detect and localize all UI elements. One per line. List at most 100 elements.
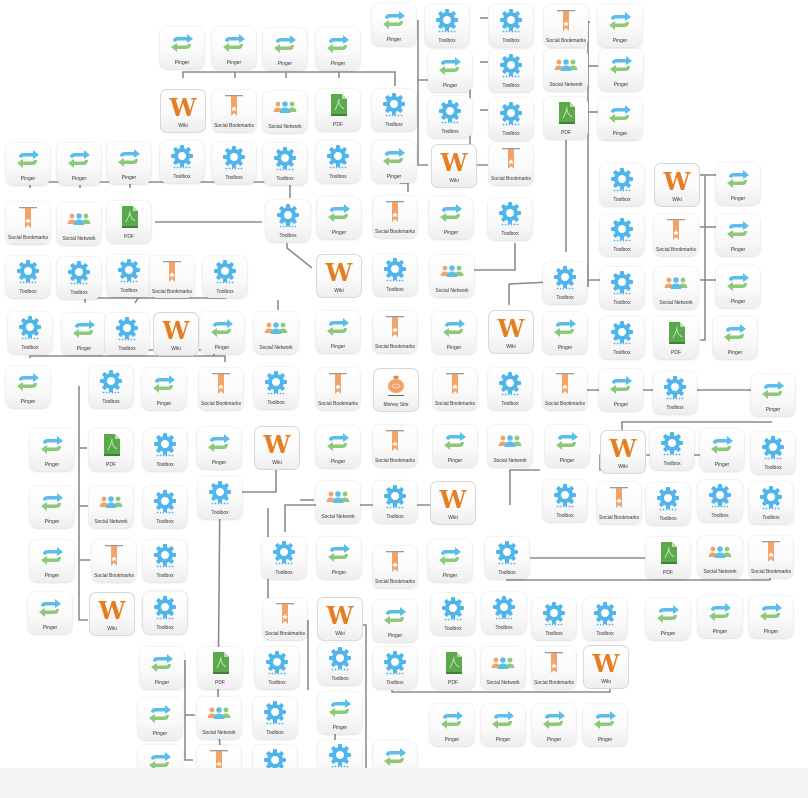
- node-bookmark[interactable]: Social Bookmarks: [544, 5, 588, 47]
- node-bookmark[interactable]: Social Bookmarks: [316, 368, 360, 410]
- node-pinger[interactable]: Pinger: [372, 141, 416, 183]
- node-pinger[interactable]: Pinger: [545, 425, 589, 467]
- node-network[interactable]: Social Network: [263, 91, 307, 133]
- node-toolbox[interactable]: Toolbox: [318, 643, 362, 685]
- node-pinger[interactable]: Pinger: [749, 596, 793, 638]
- node-pinger[interactable]: Pinger: [30, 540, 74, 582]
- node-pinger[interactable]: Pinger: [138, 698, 182, 740]
- node-toolbox[interactable]: Toolbox: [6, 256, 50, 298]
- node-toolbox[interactable]: Toolbox: [253, 697, 297, 739]
- node-pinger[interactable]: Pinger: [318, 692, 362, 734]
- node-pinger[interactable]: Pinger: [646, 598, 690, 640]
- node-pinger[interactable]: Pinger: [142, 368, 186, 410]
- node-pinger[interactable]: Pinger: [57, 143, 101, 185]
- node-network[interactable]: Social Network: [316, 481, 360, 523]
- node-network[interactable]: Social Network: [89, 486, 133, 528]
- node-toolbox[interactable]: Toolbox: [8, 312, 52, 354]
- node-bookmark[interactable]: Social Bookmarks: [373, 196, 417, 238]
- node-toolbox[interactable]: Toolbox: [254, 367, 298, 409]
- node-pinger[interactable]: Pinger: [428, 540, 472, 582]
- node-wiki[interactable]: W Wiki: [488, 310, 534, 354]
- node-bookmark[interactable]: Social Bookmarks: [373, 546, 417, 588]
- node-pinger[interactable]: Pinger: [316, 28, 360, 70]
- node-network[interactable]: Social Network: [254, 312, 298, 354]
- node-bookmark[interactable]: Social Bookmarks: [532, 647, 576, 689]
- node-bookmark[interactable]: Social Bookmarks: [212, 90, 256, 132]
- node-toolbox[interactable]: Toolbox: [428, 96, 472, 138]
- node-money[interactable]: Money Site: [373, 368, 419, 412]
- node-toolbox[interactable]: Toolbox: [266, 200, 310, 242]
- node-pinger[interactable]: Pinger: [317, 197, 361, 239]
- node-toolbox[interactable]: Toolbox: [650, 428, 694, 470]
- node-network[interactable]: Social Network: [654, 267, 698, 309]
- node-toolbox[interactable]: Toolbox: [600, 317, 644, 359]
- node-pinger[interactable]: Pinger: [30, 486, 74, 528]
- node-network[interactable]: Social Network: [698, 536, 742, 578]
- node-toolbox[interactable]: Toolbox: [600, 267, 644, 309]
- node-toolbox[interactable]: Toolbox: [600, 214, 644, 256]
- node-pinger[interactable]: Pinger: [716, 214, 760, 256]
- node-wiki[interactable]: W Wiki: [430, 481, 476, 525]
- node-bookmark[interactable]: Social Bookmarks: [150, 256, 194, 298]
- node-wiki[interactable]: W Wiki: [153, 312, 199, 356]
- node-bookmark[interactable]: Social Bookmarks: [654, 214, 698, 256]
- node-toolbox[interactable]: Toolbox: [255, 647, 299, 689]
- node-pinger[interactable]: Pinger: [430, 704, 474, 746]
- node-network[interactable]: Social Network: [430, 255, 474, 297]
- node-network[interactable]: Social Network: [544, 49, 588, 91]
- node-toolbox[interactable]: Toolbox: [143, 592, 187, 634]
- node-toolbox[interactable]: Toolbox: [653, 372, 697, 414]
- node-bookmark[interactable]: Social Bookmarks: [749, 536, 793, 578]
- node-toolbox[interactable]: Toolbox: [489, 98, 533, 140]
- node-pinger[interactable]: Pinger: [107, 142, 151, 184]
- node-pinger[interactable]: Pinger: [373, 600, 417, 642]
- node-pdf[interactable]: PDF: [89, 429, 133, 471]
- node-toolbox[interactable]: Toolbox: [425, 5, 469, 47]
- node-pinger[interactable]: Pinger: [140, 647, 184, 689]
- node-toolbox[interactable]: Toolbox: [488, 368, 532, 410]
- node-toolbox[interactable]: Toolbox: [203, 256, 247, 298]
- node-toolbox[interactable]: Toolbox: [373, 481, 417, 523]
- node-wiki[interactable]: W Wiki: [254, 426, 300, 470]
- node-pinger[interactable]: Pinger: [599, 49, 643, 91]
- node-pinger[interactable]: Pinger: [197, 427, 241, 469]
- node-network[interactable]: Social Network: [57, 203, 101, 245]
- node-pinger[interactable]: Pinger: [28, 592, 72, 634]
- node-toolbox[interactable]: Toolbox: [316, 141, 360, 183]
- node-toolbox[interactable]: Toolbox: [212, 142, 256, 184]
- node-wiki[interactable]: W Wiki: [600, 430, 646, 474]
- node-pinger[interactable]: Pinger: [316, 311, 360, 353]
- node-bookmark[interactable]: Social Bookmarks: [6, 202, 50, 244]
- node-pinger[interactable]: Pinger: [716, 266, 760, 308]
- node-toolbox[interactable]: Toolbox: [431, 593, 475, 635]
- node-pdf[interactable]: PDF: [544, 97, 588, 139]
- node-pinger[interactable]: Pinger: [372, 4, 416, 46]
- node-toolbox[interactable]: Toolbox: [532, 598, 576, 640]
- node-toolbox[interactable]: Toolbox: [543, 262, 587, 304]
- node-wiki[interactable]: W Wiki: [431, 144, 477, 188]
- node-toolbox[interactable]: Toolbox: [749, 482, 793, 524]
- node-toolbox[interactable]: Toolbox: [143, 540, 187, 582]
- node-toolbox[interactable]: Toolbox: [143, 429, 187, 471]
- node-pinger[interactable]: Pinger: [598, 98, 642, 140]
- node-bookmark[interactable]: Social Bookmarks: [199, 368, 243, 410]
- node-pinger[interactable]: Pinger: [160, 27, 204, 69]
- node-toolbox[interactable]: Toolbox: [489, 50, 533, 92]
- node-wiki[interactable]: W Wiki: [160, 89, 206, 133]
- node-network[interactable]: Social Network: [197, 697, 241, 739]
- node-bookmark[interactable]: Social Bookmarks: [489, 143, 533, 185]
- node-pinger[interactable]: Pinger: [432, 312, 476, 354]
- node-pinger[interactable]: Pinger: [6, 143, 50, 185]
- node-toolbox[interactable]: Toolbox: [262, 537, 306, 579]
- node-pinger[interactable]: Pinger: [543, 312, 587, 354]
- node-pinger[interactable]: Pinger: [263, 28, 307, 70]
- node-toolbox[interactable]: Toolbox: [488, 198, 532, 240]
- node-wiki[interactable]: W Wiki: [583, 645, 629, 689]
- node-pinger[interactable]: Pinger: [433, 425, 477, 467]
- node-bookmark[interactable]: Social Bookmarks: [263, 598, 307, 640]
- node-toolbox[interactable]: Toolbox: [105, 313, 149, 355]
- node-toolbox[interactable]: Toolbox: [751, 432, 795, 474]
- node-pinger[interactable]: Pinger: [713, 317, 757, 359]
- node-network[interactable]: Social Network: [488, 425, 532, 467]
- node-toolbox[interactable]: Toolbox: [646, 483, 690, 525]
